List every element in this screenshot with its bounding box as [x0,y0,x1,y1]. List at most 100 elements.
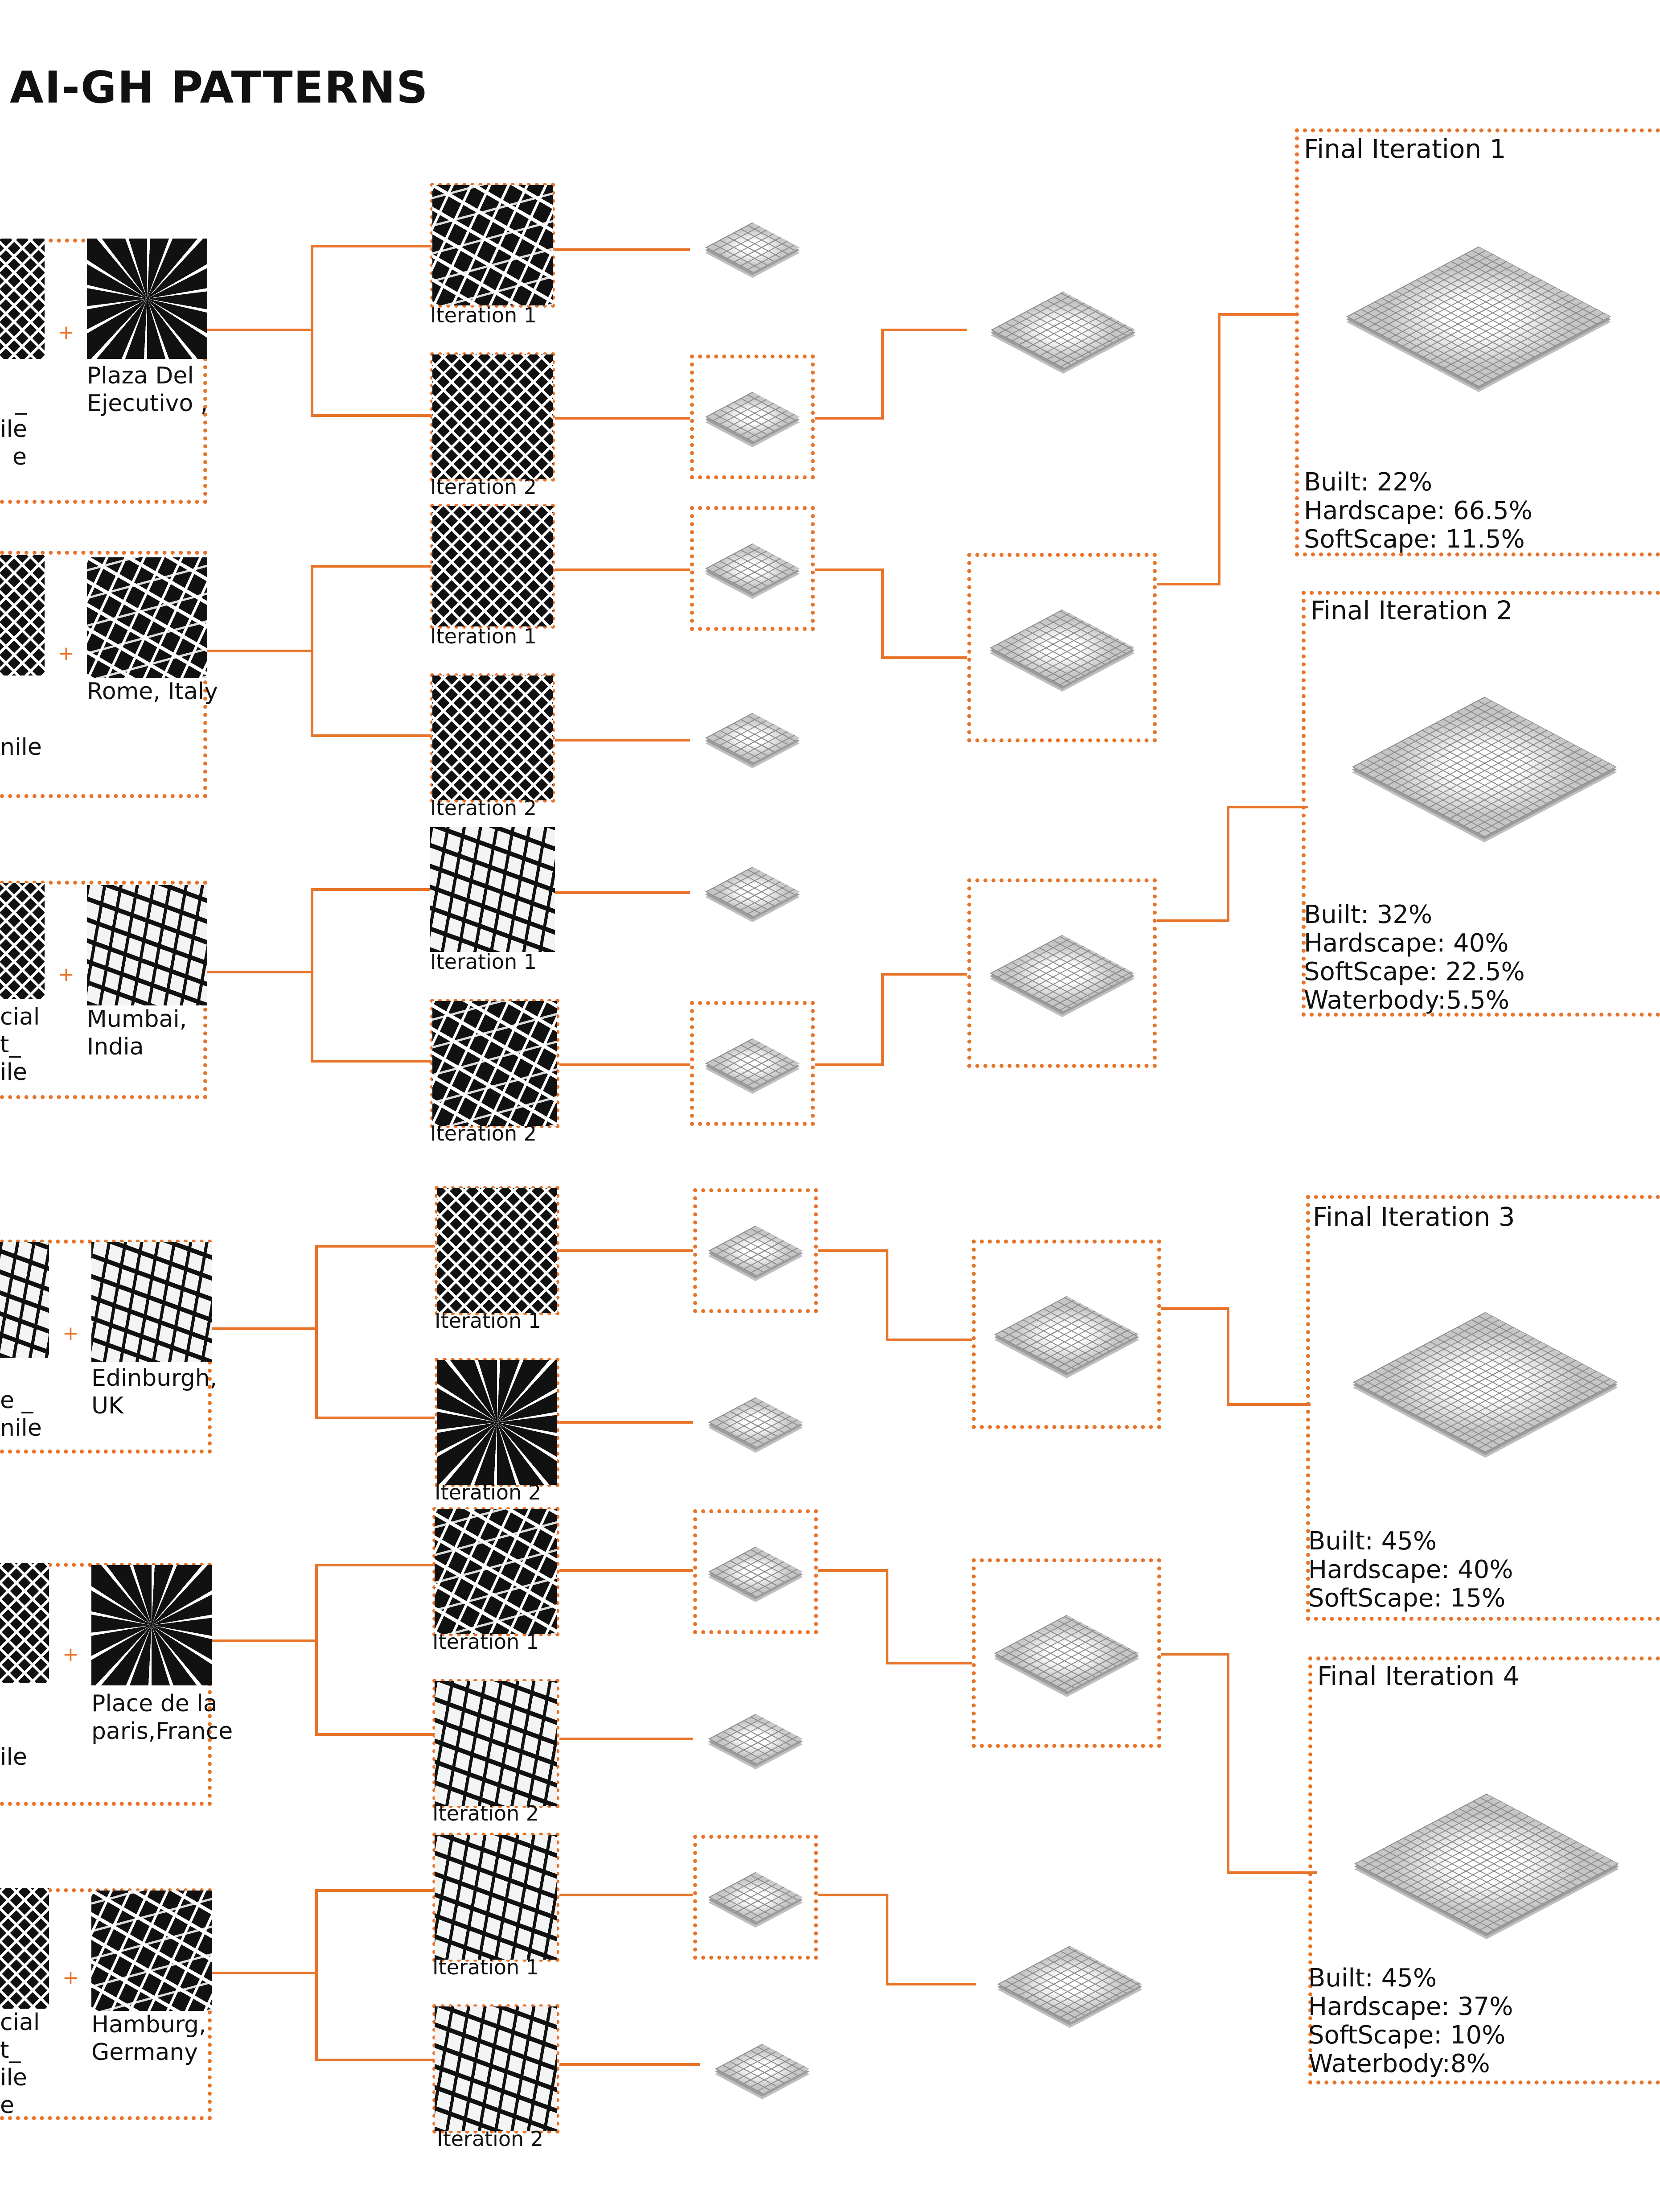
iteration-label-g5-i1: Iteration 1 [432,1630,539,1654]
model-frame-g1-i2 [690,354,815,479]
plus-sign-1: + [58,321,74,344]
generated-pattern-g3-i2 [432,1001,557,1126]
final-frame-1 [1295,128,1660,556]
merged-frame-2 [967,553,1157,742]
connector-group6-upper [315,1889,435,1973]
city-map-plaza-del-ejecutivo [87,239,207,359]
model-frame-g5-i1 [693,1509,818,1634]
pattern-frame-g3-i2 [430,999,559,1128]
iteration-label-g3-i1: Iteration 1 [430,950,537,974]
generated-pattern-g1-i1 [432,185,553,305]
model-frame-g6-i1 [693,1835,818,1960]
final-title-2: Final Iteration 2 [1311,595,1513,626]
final-frame-4 [1308,1656,1660,2084]
connector-merge4 [818,1249,972,1341]
connector-group3-upper [311,888,431,972]
generated-pattern-g2-i2 [432,676,553,800]
iteration-label-g6-i1: Iteration 1 [432,1955,539,1979]
final-title-3: Final Iteration 3 [1313,1202,1515,1232]
pattern-frame-g6-i1 [432,1833,559,1962]
merged-model-1 [967,263,1159,397]
final-stats-3: Built: 45%Hardscape: 40%SoftScape: 15% [1308,1527,1513,1613]
generated-pattern-g4-i2 [437,1360,557,1485]
connector-merge3 [815,973,967,1066]
model-g6-i2 [700,2015,825,2122]
pattern-frame-g4-i1 [435,1186,559,1315]
pattern-frame-g5-i1 [432,1507,559,1636]
source-map-partial-6 [0,1888,49,2009]
model-g3-i1 [690,838,815,945]
city-map-hamburg [91,1891,212,2011]
city-map-paris [91,1565,212,1685]
pattern-frame-g1-i1 [430,183,555,308]
iteration-label-g1-i2: Iteration 2 [430,475,537,499]
source-map-partial-4 [0,1242,49,1358]
city-map-edinburgh [91,1242,212,1362]
model-frame-g2-i1 [690,506,815,631]
connector-final2 [1157,806,1308,922]
final-model-4 [1313,1739,1660,1989]
iteration-label-g5-i2: Iteration 2 [432,1801,539,1825]
source-label-fragment: nile [0,734,42,761]
connector-final4 [1161,1653,1317,1874]
generated-pattern-g6-i2 [435,2006,557,2131]
model-frame-g3-i2 [690,1001,815,1126]
plus-sign-4: + [62,1322,79,1345]
city-map-mumbai [87,885,207,1005]
merged-frame-5 [972,1558,1161,1748]
model-g4-i2 [693,1369,818,1476]
connector-merge6 [818,1894,976,1985]
connector-group2-upper [311,565,431,651]
merged-model-2 [967,553,1157,742]
pattern-frame-g1-i2 [430,352,555,482]
model-g1-i2 [690,354,815,479]
connector-group5-lower [315,1641,435,1736]
final-model-3 [1311,1248,1660,1516]
model-g4-i1 [693,1188,818,1313]
generated-pattern-g2-i1 [432,506,553,626]
connector-group4-upper [315,1245,435,1329]
merged-model-4 [972,1240,1161,1429]
source-label-fragment: ile [0,1744,27,1771]
merged-model-5 [972,1558,1161,1748]
model-g1-i1 [690,196,815,299]
model-g5-i1 [693,1509,818,1634]
source-map-partial-2 [0,555,45,676]
generated-pattern-g1-i2 [432,354,553,479]
final-frame-2 [1302,591,1660,1017]
generated-pattern-g4-i1 [437,1188,557,1313]
iteration-label-g3-i2: Iteration 2 [430,1121,537,1145]
city-label-mumbai: Mumbai,India [87,1006,187,1060]
connector-final1 [1157,313,1295,585]
connector-merge5 [818,1569,972,1664]
merged-frame-4 [972,1240,1161,1429]
source-label-fragment: e _nile [0,1387,42,1442]
model-g2-i1 [690,506,815,631]
merged-model-3 [967,878,1157,1068]
model-g5-i2 [693,1685,818,1792]
merged-frame-3 [967,878,1157,1068]
model-g6-i1 [693,1835,818,1960]
pattern-frame-g5-i2 [432,1679,559,1808]
final-title-1: Final Iteration 1 [1304,134,1506,164]
final-stats-4: Built: 45%Hardscape: 37%SoftScape: 10%Wa… [1308,1964,1513,2078]
generated-pattern-g6-i1 [435,1835,557,1960]
final-title-4: Final Iteration 4 [1317,1661,1520,1691]
final-frame-3 [1306,1195,1660,1621]
pattern-frame-g2-i2 [430,673,555,803]
model-g3-i2 [690,1001,815,1126]
iteration-label-g2-i2: Iteration 2 [430,796,537,820]
iteration-label-g6-i2: Iteration 2 [437,2127,544,2151]
connector-group1-lower [311,330,431,417]
connector-merge1 [815,329,967,420]
connector-group2-lower [311,651,431,737]
pattern-frame-g6-i2 [432,2004,559,2134]
merged-model-6 [976,1908,1163,2060]
plus-sign-2: + [58,642,74,665]
connector-merge2 [815,568,967,659]
